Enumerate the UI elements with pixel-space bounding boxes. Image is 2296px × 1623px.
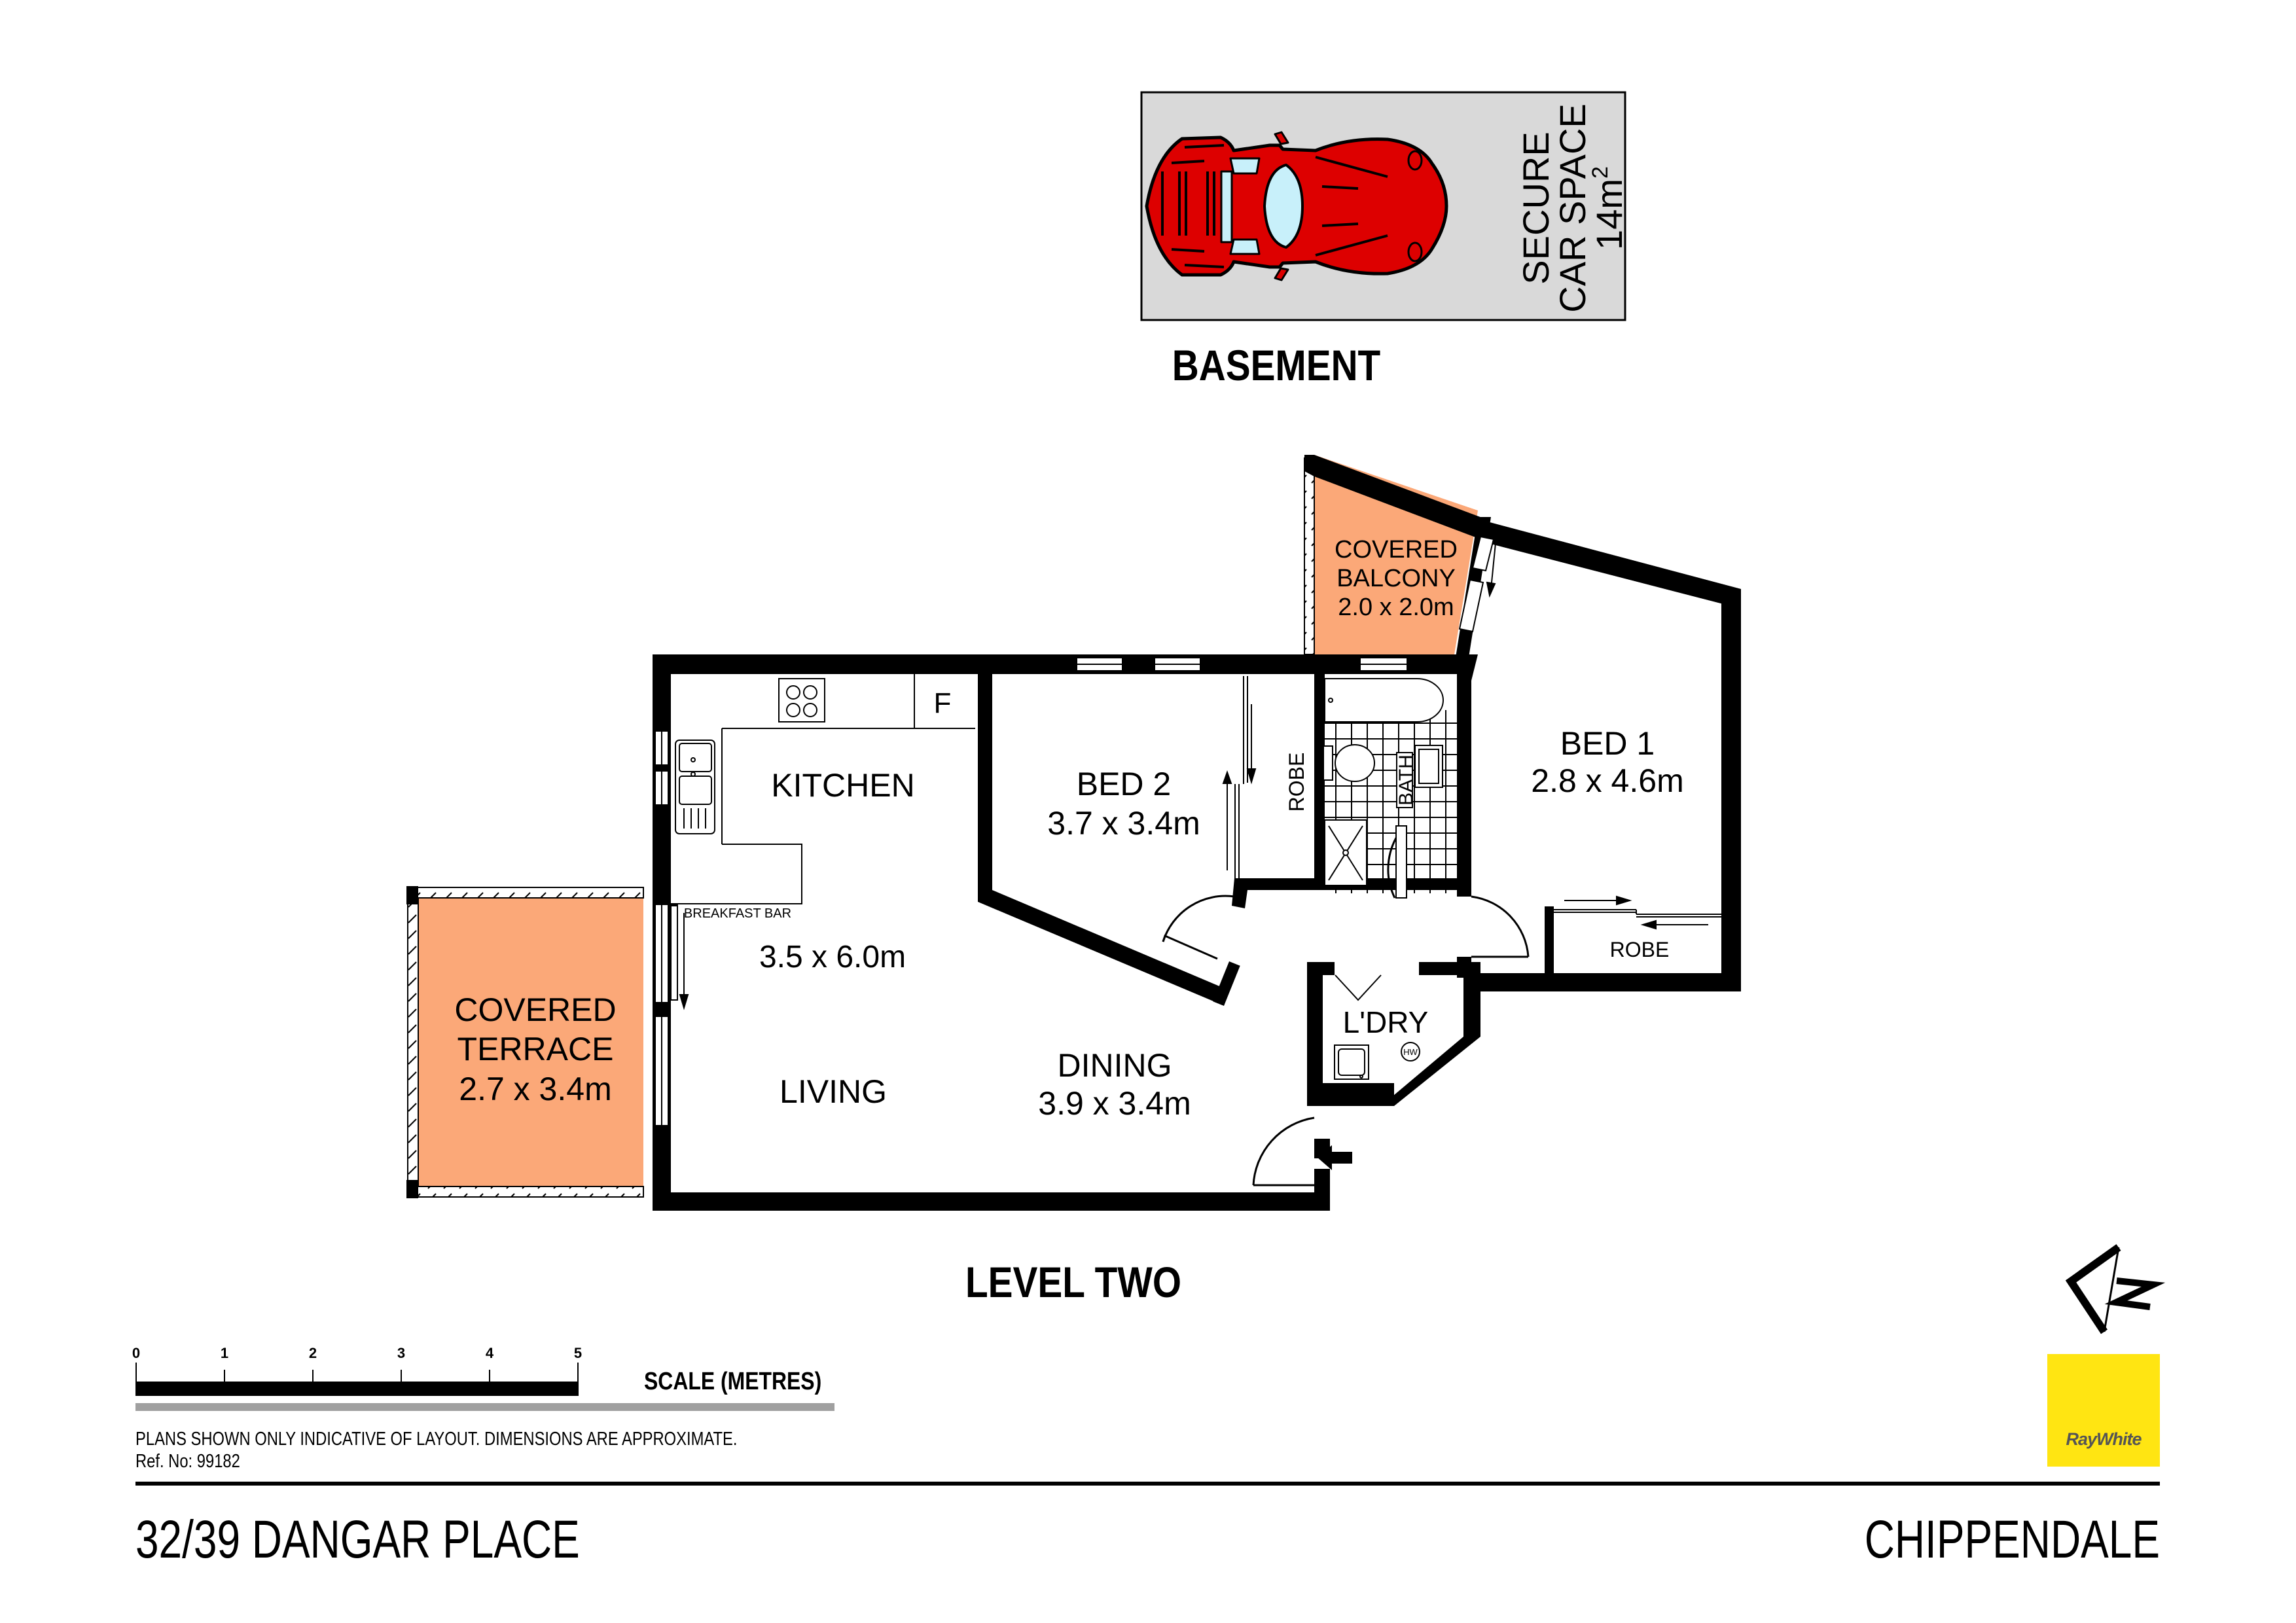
entry-arrow-icon xyxy=(1317,1145,1352,1170)
scale-tick-2: 2 xyxy=(309,1345,317,1361)
toilet-icon xyxy=(1335,744,1375,782)
hot-water-icon xyxy=(1401,1042,1420,1061)
kitchen-label: KITCHEN xyxy=(771,767,914,804)
scale-bar: 0 1 2 3 4 5 SCALE (METRES) xyxy=(132,1345,834,1411)
bed2-robe-label: ROBE xyxy=(1285,753,1308,812)
terrace-label-line2: TERRACE xyxy=(457,1031,614,1067)
bed2-label: BED 2 xyxy=(1077,766,1172,802)
terrace-size: 2.7 x 3.4m xyxy=(459,1071,611,1107)
car-space-label-line2: CAR SPACE xyxy=(1552,103,1593,312)
living-label: LIVING xyxy=(780,1073,887,1110)
hot-water-label: HW xyxy=(1403,1047,1418,1057)
laundry-fittings xyxy=(1334,1042,1420,1080)
car-space-label-line1: SECURE xyxy=(1515,132,1556,284)
bed1-robe-label: ROBE xyxy=(1610,938,1670,961)
disclaimer-text: PLANS SHOWN ONLY INDICATIVE OF LAYOUT. D… xyxy=(135,1428,737,1450)
kitchen-fittings xyxy=(671,674,975,904)
footer-rule xyxy=(135,1482,2160,1486)
reference-number: Ref. No: 99182 xyxy=(135,1450,240,1472)
sink-icon xyxy=(675,740,715,834)
bed1-label: BED 1 xyxy=(1560,725,1655,762)
laundry-label: L'DRY xyxy=(1343,1005,1429,1039)
raywhite-logo: RayWhite xyxy=(2047,1354,2160,1467)
terrace-label-line1: COVERED xyxy=(454,991,616,1028)
scale-tick-4: 4 xyxy=(486,1345,494,1361)
level-two-heading: LEVEL TWO xyxy=(965,1258,1181,1307)
balcony-label-line2: BALCONY xyxy=(1336,565,1456,592)
room-labels: F KITCHEN BREAKFAST BAR 3.5 x 6.0m LIVIN… xyxy=(454,536,1683,1122)
basement-car-space: SECURE CAR SPACE 14m2 xyxy=(1140,91,1630,321)
living-size: 3.5 x 6.0m xyxy=(759,940,906,974)
brand-name: RayWhite xyxy=(2066,1429,2142,1449)
scale-tick-0: 0 xyxy=(132,1345,140,1361)
dining-label: DINING xyxy=(1058,1047,1172,1084)
cooktop-icon xyxy=(778,678,825,722)
scale-tick-1: 1 xyxy=(221,1345,228,1361)
bath-label: BATH xyxy=(1395,755,1417,806)
scale-tick-3: 3 xyxy=(397,1345,405,1361)
scale-label: SCALE (METRES) xyxy=(644,1367,821,1395)
dining-size: 3.9 x 3.4m xyxy=(1038,1085,1191,1122)
breakfast-bar-label: BREAKFAST BAR xyxy=(684,906,791,921)
property-suburb: CHIPPENDALE xyxy=(1865,1508,2160,1569)
bathtub-icon xyxy=(1324,678,1444,722)
car-icon xyxy=(1145,131,1448,281)
bathroom-fittings xyxy=(1323,678,1444,886)
car-space-area: 14m2 xyxy=(1588,166,1630,250)
doors xyxy=(1162,825,1530,1186)
windows xyxy=(655,535,1495,1126)
covered-terrace xyxy=(406,886,644,1198)
basement-heading: BASEMENT xyxy=(1172,342,1380,390)
sliding-door-arrows xyxy=(670,543,1721,1010)
bed1-size: 2.8 x 4.6m xyxy=(1531,762,1683,799)
kitchen-fridge-label: F xyxy=(934,687,952,719)
scale-tick-5: 5 xyxy=(574,1345,582,1361)
north-arrow-icon xyxy=(2065,1244,2166,1334)
bed2-size: 3.7 x 3.4m xyxy=(1047,805,1200,842)
balcony-size: 2.0 x 2.0m xyxy=(1338,594,1454,621)
property-address: 32/39 DANGAR PLACE xyxy=(135,1508,580,1569)
balcony-label-line1: COVERED xyxy=(1335,536,1458,563)
